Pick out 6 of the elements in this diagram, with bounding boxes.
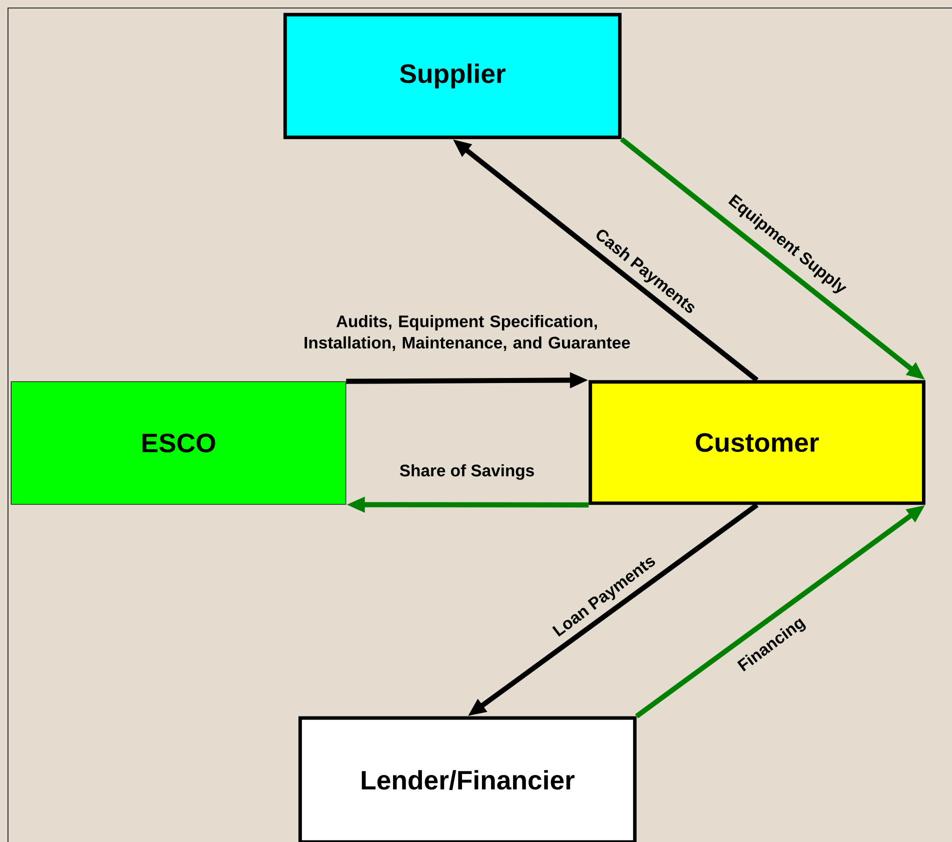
edge-label: Share of Savings [400,464,534,480]
box: Supplier [283,12,622,140]
box: Customer [588,380,926,505]
edge-label: Audits, Equipment Specification, Installation, Maintenance, and Guarantee [304,315,630,351]
box: ESCO [10,381,346,505]
box: Lender/Financier [298,716,637,842]
